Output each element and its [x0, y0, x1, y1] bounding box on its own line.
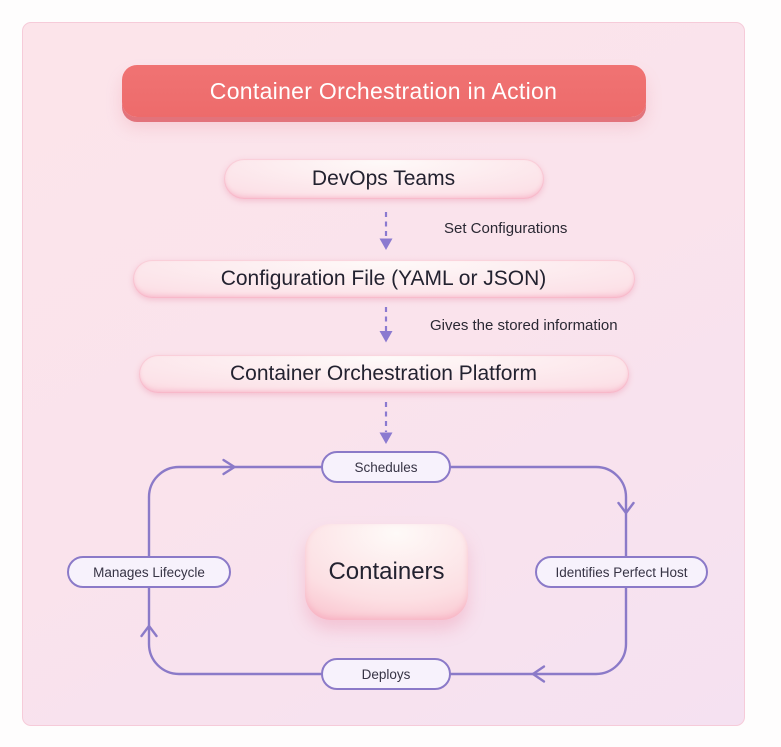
chevron-down-icon [617, 501, 635, 515]
chevron-right-icon [222, 458, 236, 476]
node-containers: Containers [305, 524, 468, 620]
node-orchestration-platform: Container Orchestration Platform [138, 355, 629, 393]
cycle-step-schedules: Schedules [321, 451, 451, 483]
cycle-step-deploys: Deploys [321, 658, 451, 690]
cycle-step-identifies-perfect-host: Identifies Perfect Host [535, 556, 708, 588]
edge-label-gives-stored-information: Gives the stored information [430, 317, 618, 334]
arrowhead-down-2 [379, 331, 393, 343]
edge-label-set-configurations: Set Configurations [444, 220, 568, 237]
arrowhead-down-1 [379, 238, 393, 250]
chevron-left-icon [531, 665, 546, 683]
arrowhead-down-3 [379, 432, 393, 444]
chevron-up-icon [140, 624, 158, 638]
page-title: Container Orchestration in Action [209, 77, 558, 104]
node-configuration-file: Configuration File (YAML or JSON) [132, 260, 635, 298]
node-devops-teams: DevOps Teams [223, 159, 544, 199]
title-banner: Container Orchestration in Action [121, 65, 646, 117]
cycle-step-manages-lifecycle: Manages Lifecycle [67, 556, 231, 588]
diagram-canvas: Container Orchestration in Action DevOps… [22, 22, 745, 726]
